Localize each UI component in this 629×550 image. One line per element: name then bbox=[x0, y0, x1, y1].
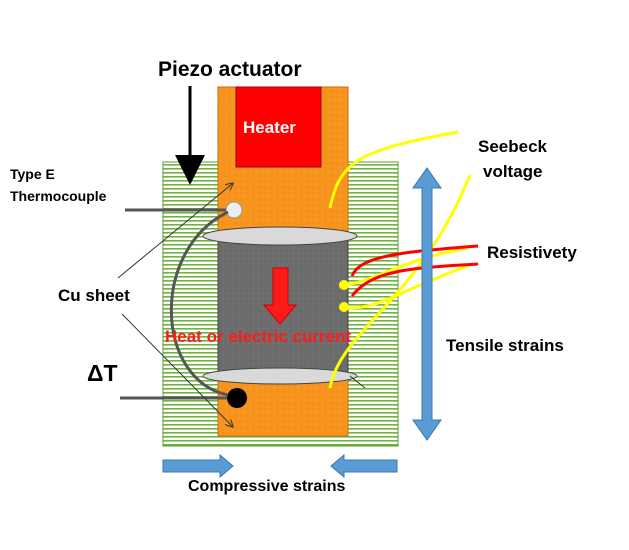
cu-sheet-pointer-lower bbox=[121, 313, 232, 426]
upper-thermocouple-junction bbox=[225, 201, 243, 219]
contact-point-lower bbox=[339, 302, 349, 312]
temperature-gradient-curve bbox=[169, 210, 229, 397]
compressive-strains-label: Compressive strains bbox=[188, 478, 346, 495]
tensile-strain-arrow bbox=[412, 167, 442, 441]
seebeck-label-line1: Seebeck bbox=[478, 137, 547, 156]
seebeck-label-line2: voltage bbox=[483, 162, 543, 181]
compressive-arrow-right bbox=[330, 453, 398, 479]
heater-block bbox=[235, 86, 322, 168]
cu-sheet-pointer-upper bbox=[117, 184, 232, 279]
heater-label: Heater bbox=[243, 118, 296, 137]
bottom-cu-disc bbox=[202, 367, 358, 385]
type-e-label-line2: Thermocouple bbox=[10, 188, 107, 204]
compressive-arrow-left bbox=[162, 453, 234, 479]
resistivity-yellow-wire-b bbox=[343, 263, 471, 310]
resistivity-red-wire-upper bbox=[350, 244, 479, 277]
heat-current-label: Heat or electric current bbox=[165, 327, 352, 346]
contact-point-upper bbox=[339, 280, 349, 290]
delta-t-label: ΔT bbox=[87, 360, 118, 386]
resistivity-red-wire-lower bbox=[350, 262, 479, 297]
cu-sheet-label: Cu sheet bbox=[58, 286, 130, 305]
type-e-label-line1: Type E bbox=[10, 166, 55, 182]
resistivity-yellow-wire-a bbox=[343, 246, 469, 287]
tensile-strains-label: Tensile strains bbox=[446, 336, 564, 355]
lower-thermocouple-junction bbox=[227, 388, 247, 408]
top-cu-disc bbox=[202, 226, 358, 246]
resistivety-label: Resistivety bbox=[487, 243, 577, 262]
heat-flow-arrow bbox=[262, 267, 298, 325]
piezo-actuator-label: Piezo actuator bbox=[158, 58, 302, 81]
seebeck-wire-upper bbox=[328, 130, 459, 209]
cu-sheet-pointer-right bbox=[349, 375, 366, 389]
seebeck-wire-lower bbox=[328, 174, 472, 389]
